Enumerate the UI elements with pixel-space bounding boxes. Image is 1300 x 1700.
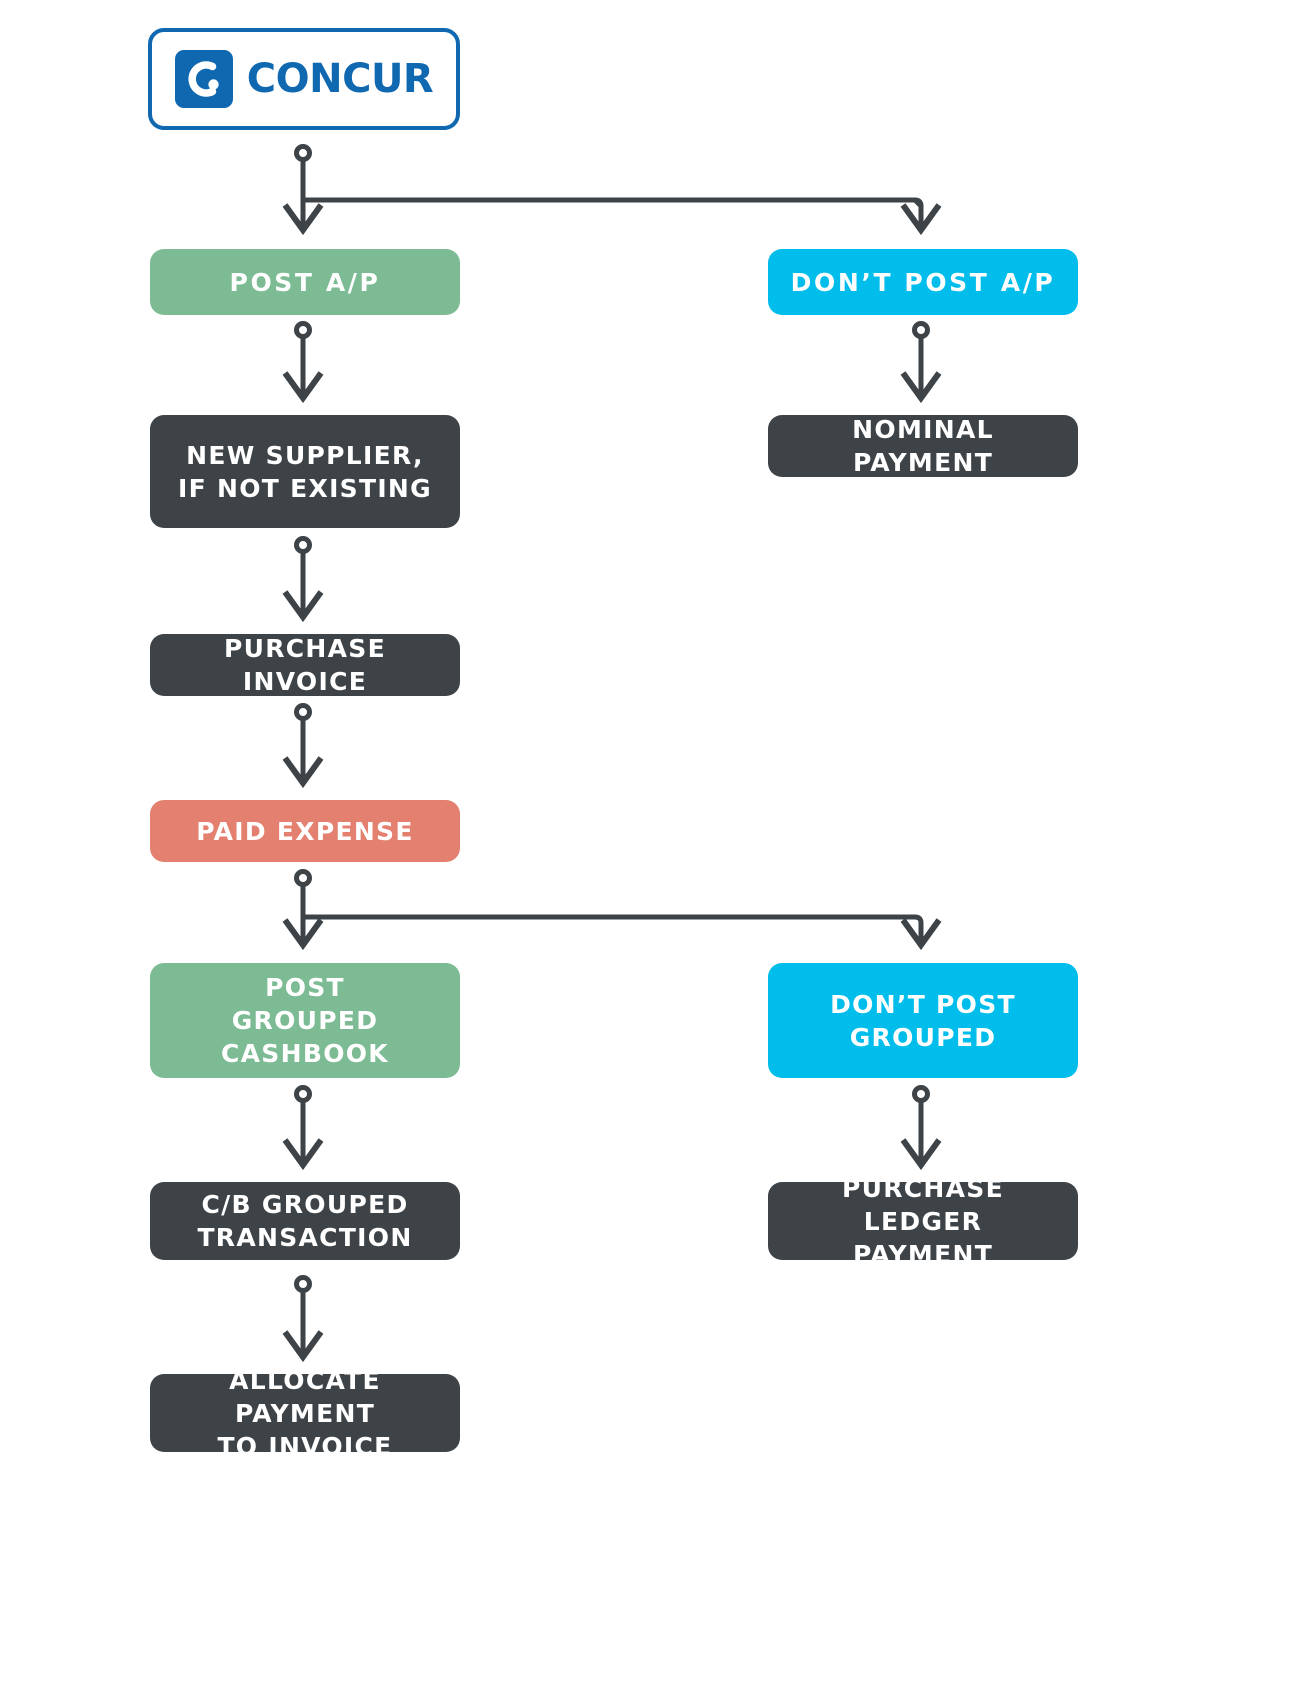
node-allocate-payment-to-invoice[interactable]: ALLOCATE PAYMENT TO INVOICE xyxy=(150,1366,460,1461)
node-dont-post-ap[interactable]: DON’T POST A/P xyxy=(768,249,1078,315)
node-post-grouped-cashbook[interactable]: POST GROUPED CASHBOOK xyxy=(150,963,460,1078)
node-paid-expense[interactable]: PAID EXPENSE xyxy=(150,800,460,862)
connector-paid-expense-split xyxy=(282,869,942,951)
connector-invoice-to-paid-expense xyxy=(282,703,324,789)
connector-post-ap-to-new-supplier xyxy=(282,321,324,404)
connector-logo-split xyxy=(282,144,942,236)
concur-c-icon xyxy=(174,50,233,108)
connector-dont-post-ap-to-nominal xyxy=(900,321,942,404)
node-post-ap[interactable]: POST A/P xyxy=(150,249,460,315)
connector-dont-grouped-to-ledger xyxy=(900,1085,942,1171)
concur-wordmark: CONCUR xyxy=(246,56,434,102)
connector-cb-to-allocate xyxy=(282,1275,324,1363)
connector-new-supplier-to-invoice xyxy=(282,536,324,623)
node-nominal-payment[interactable]: NOMINAL PAYMENT xyxy=(768,415,1078,477)
connector-post-grouped-to-cb xyxy=(282,1085,324,1171)
node-purchase-ledger-payment[interactable]: PURCHASE LEDGER PAYMENT xyxy=(768,1174,1078,1269)
node-dont-post-grouped[interactable]: DON’T POST GROUPED xyxy=(768,963,1078,1078)
node-cb-grouped-transaction[interactable]: C/B GROUPED TRANSACTION xyxy=(150,1182,460,1260)
node-new-supplier[interactable]: NEW SUPPLIER, IF NOT EXISTING xyxy=(150,415,460,528)
concur-logo: CONCUR xyxy=(148,28,460,130)
node-purchase-invoice[interactable]: PURCHASE INVOICE xyxy=(150,634,460,696)
